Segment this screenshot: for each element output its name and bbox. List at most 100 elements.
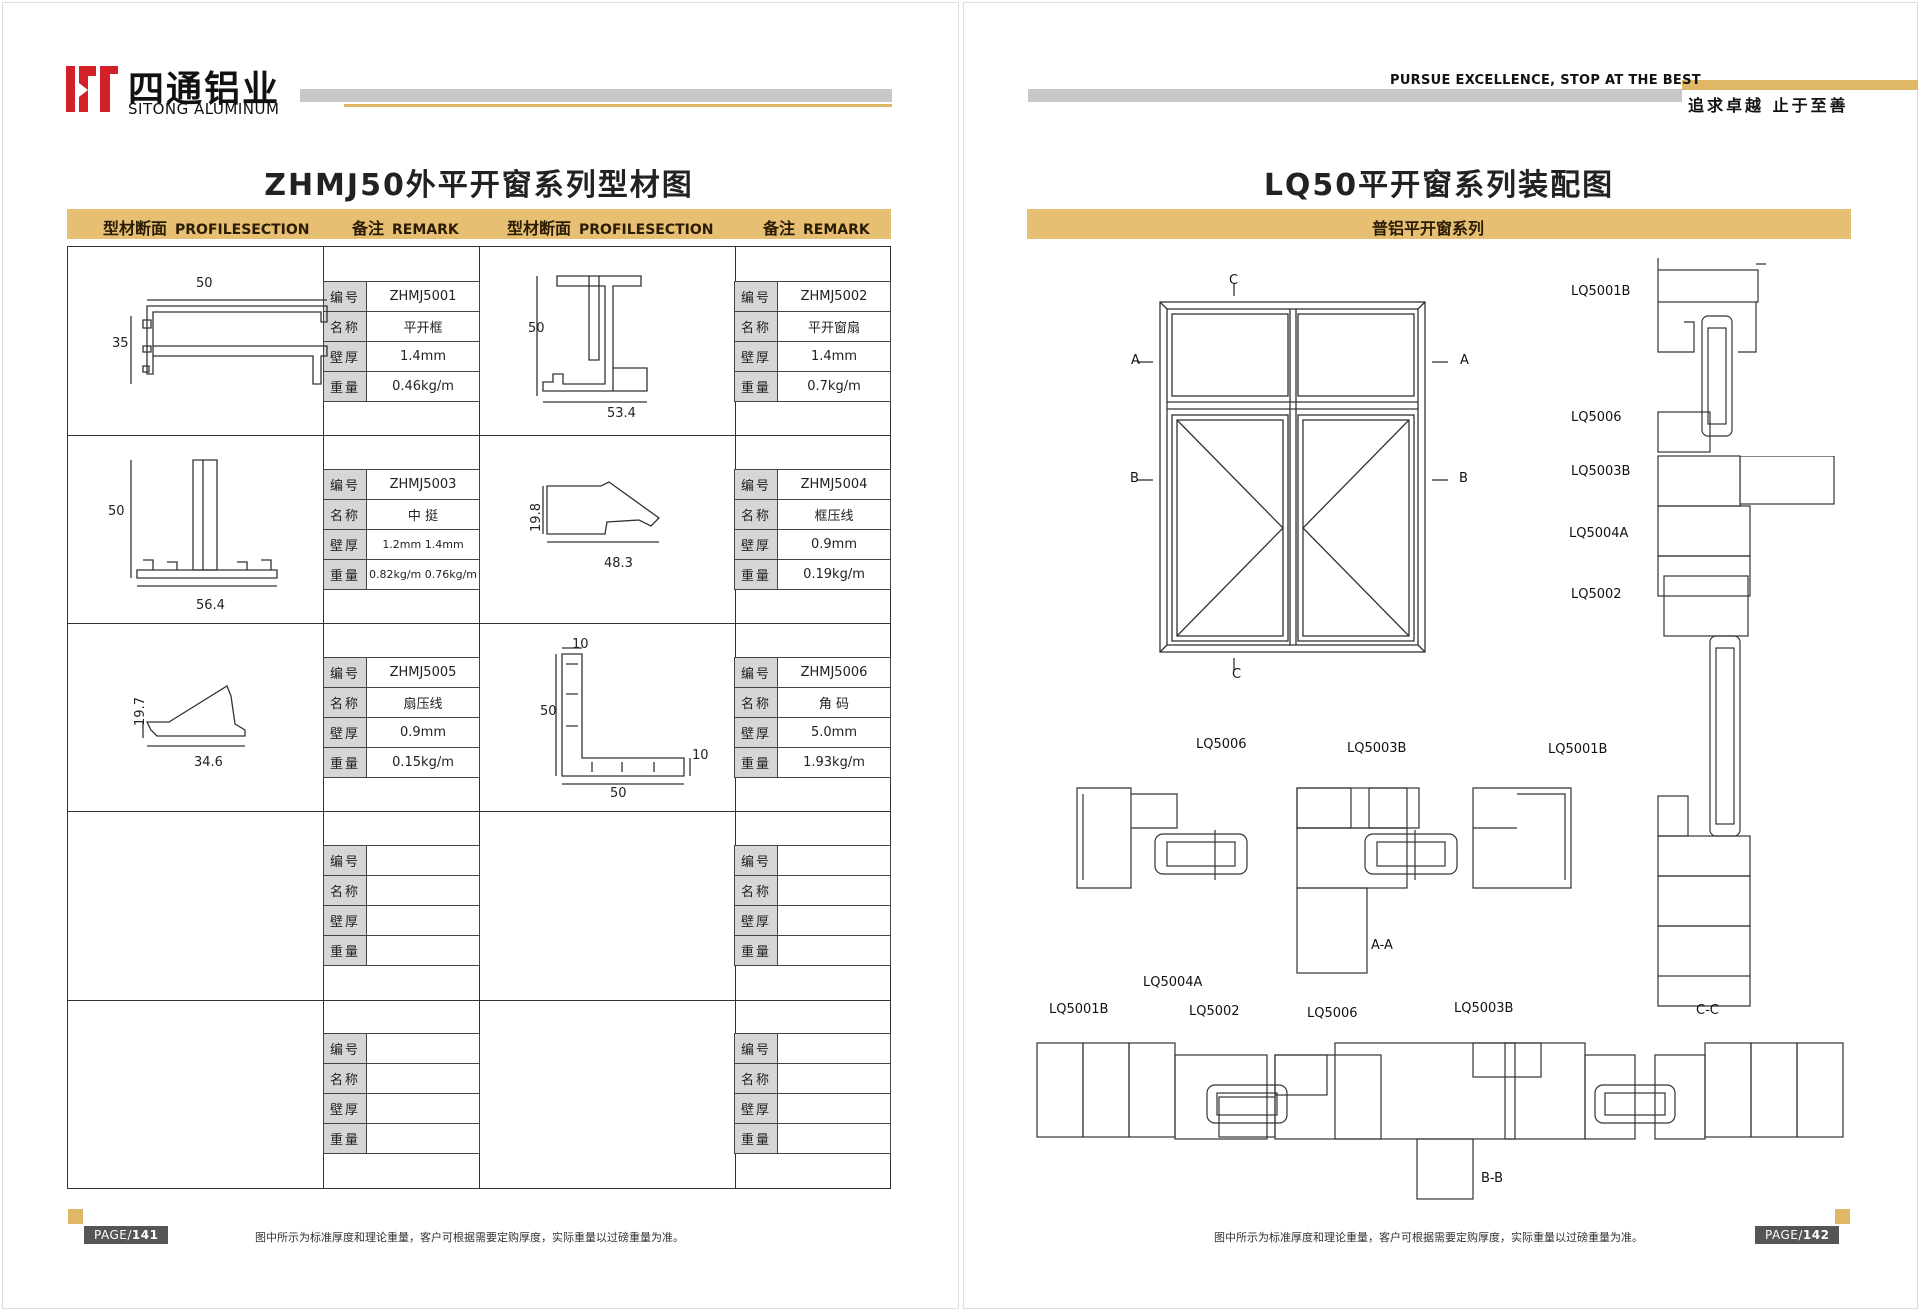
bb-section-label: B-B [1481,1171,1504,1186]
remark-label: 名称 [734,499,778,530]
remark-value: ZHMJ5003 [366,469,480,500]
dim-5005-width: 34.6 [194,755,223,770]
remark-value: ZHMJ5006 [777,657,891,688]
subheader-text: 普铝平开窗系列 [1372,219,1485,238]
dim-5001-width: 50 [196,276,213,291]
header-grey-bar [300,89,892,102]
remark-label: 重量 [734,1123,778,1154]
elev-label-b-right: B [1459,471,1468,486]
cc-label-5004a: LQ5004A [1569,526,1629,541]
remark-value [366,1033,480,1064]
section-c-c [1657,258,1766,1007]
remark-value: 0.7kg/m [777,371,891,402]
brand-name-cn: 四通铝业 [128,69,281,110]
remark-table: 编号名称壁厚重量 [734,845,891,966]
aa-label-5006: LQ5006 [1196,737,1247,752]
remark-label: 重量 [734,747,778,778]
right-page-marker [1835,1209,1850,1224]
remark-label: 重量 [734,935,778,966]
remark-value [366,905,480,936]
remark-value: 1.93kg/m [777,747,891,778]
remark-value: 平开框 [366,311,480,342]
remark-value [777,1123,891,1154]
remark-value: 扇压线 [366,687,480,718]
slogan-english: PURSUE EXCELLENCE, STOP AT THE BEST [1390,73,1701,88]
bb-label-5006: LQ5006 [1307,1006,1358,1021]
cc-label-5006: LQ5006 [1571,410,1622,425]
remark-label: 重量 [323,1123,367,1154]
remark-label: 壁厚 [323,341,367,372]
cc-label-5003b: LQ5003B [1571,464,1631,479]
dim-5006-right: 10 [692,748,709,763]
cc-section-label: C-C [1696,1003,1719,1018]
brand-name-en: SITONG ALUMINUM [128,100,280,118]
right-page-number: PAGE/142 [1755,1226,1840,1244]
right-header-gold-bar [1682,80,1918,90]
remark-value [366,1123,480,1154]
bb-label-5004a: LQ5004A [1143,975,1203,990]
remark-label: 壁厚 [323,905,367,936]
remark-label: 名称 [323,311,367,342]
right-header-grey-bar [1028,89,1682,102]
dim-5001-height: 35 [112,336,129,351]
remark-label: 重量 [323,747,367,778]
remark-table: 编号名称壁厚重量 [323,845,480,966]
remark-label: 编号 [323,1033,367,1064]
remark-value: 0.9mm [366,717,480,748]
right-page [963,2,1918,1309]
remark-label: 编号 [323,469,367,500]
dim-5002-height: 50 [528,321,545,336]
section-a-a [1076,787,1572,974]
aa-label-5003b: LQ5003B [1347,741,1407,756]
remark-value: ZHMJ5004 [777,469,891,500]
remark-label: 名称 [734,311,778,342]
remark-value: 0.46kg/m [366,371,480,402]
remark-value: ZHMJ5005 [366,657,480,688]
cc-label-5001b: LQ5001B [1571,284,1631,299]
remark-value: 1.4mm [777,341,891,372]
slogan-chinese: 追求卓越 止于至善 [1688,96,1849,115]
remark-label: 编号 [323,845,367,876]
elev-label-c-bottom: C [1232,667,1242,682]
dim-5005-height: 19.7 [132,697,148,726]
remark-value: ZHMJ5002 [777,281,891,312]
remark-value: 1.4mm [366,341,480,372]
left-page [2,2,959,1309]
remark-label: 编号 [734,469,778,500]
remark-label: 重量 [323,935,367,966]
remark-value: 角 码 [777,687,891,718]
bb-label-5002: LQ5002 [1189,1004,1240,1019]
aa-section-label: A-A [1371,938,1393,953]
left-footer-note: 图中所示为标准厚度和理论重量，客户可根据需要定购厚度，实际重量以过磅重量为准。 [255,1231,684,1244]
remark-value [366,875,480,906]
remark-value: 0.15kg/m [366,747,480,778]
remark-label: 名称 [734,687,778,718]
section-c-c-transom [1740,456,1835,505]
bb-label-5003b: LQ5003B [1454,1001,1514,1016]
profile-drawings [130,275,691,785]
remark-label: 重量 [323,371,367,402]
dim-5004-height: 19.8 [528,503,544,532]
remark-label: 名称 [734,875,778,906]
remark-label: 编号 [323,281,367,312]
dim-5002-width: 53.4 [607,406,636,421]
remark-table: 编号名称壁厚重量 [323,1033,480,1154]
remark-label: 壁厚 [323,717,367,748]
left-page-number: PAGE/141 [84,1226,169,1244]
remark-value [777,1093,891,1124]
remark-label: 编号 [734,845,778,876]
remark-label: 名称 [323,687,367,718]
header-gold-line [344,104,892,107]
remark-value [366,935,480,966]
profile-zhmj5003 [130,459,278,587]
profile-zhmj5001 [130,299,328,385]
